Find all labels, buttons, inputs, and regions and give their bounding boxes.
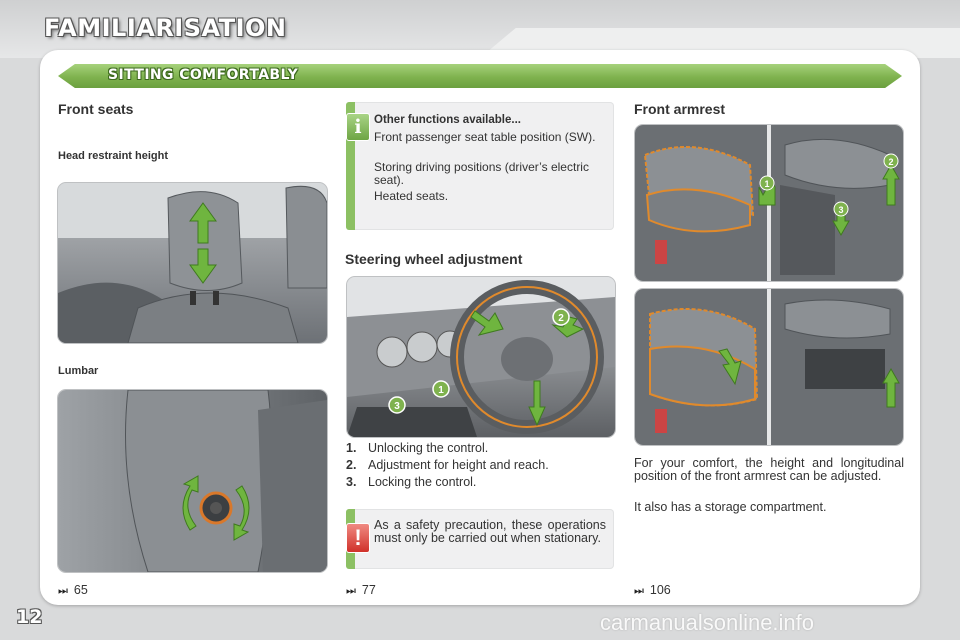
steering-heading: Steering wheel adjustment [345,251,523,267]
armrest-callout-2: 2 [888,157,893,167]
page-header-title: FAMILIARISATION [44,14,287,42]
armrest-xref[interactable]: ⏭ 106 [634,583,671,598]
front-seats-xref[interactable]: ⏭ 65 [58,583,88,598]
info-note-box: i Other functions available... Front pas… [346,102,614,230]
xref-arrow-icon: ⏭ [58,584,68,597]
step-text: Adjustment for height and reach. [368,458,549,472]
list-item: 2. Adjustment for height and reach. [346,457,549,474]
armrest-heading: Front armrest [634,101,726,117]
lumbar-illustration [57,389,328,573]
step-text: Unlocking the control. [368,441,489,455]
info-icon: i [346,113,370,141]
xref-arrow-icon: ⏭ [634,584,644,597]
lumbar-heading: Lumbar [58,365,99,377]
section-title: SITTING COMFORTABLY [108,67,299,83]
step-number: 1. [346,441,357,455]
step-number: 2. [346,458,357,472]
armrest-description: For your comfort, the height and longitu… [634,456,904,483]
steering-callout-1: 1 [438,385,444,396]
armrest-description-storage: It also has a storage compartment. [634,500,827,514]
steering-xref-page: 77 [361,583,376,597]
steering-callout-3: 3 [394,401,400,412]
armrest-callout-1: 1 [764,179,769,189]
armrest-illustration-bottom [634,288,904,446]
head-restraint-illustration [57,182,328,344]
info-note-title: Other functions available... [374,114,521,126]
step-number: 3. [346,475,357,489]
list-item: 3. Locking the control. [346,474,549,491]
steering-xref[interactable]: ⏭ 77 [346,583,376,598]
steering-callout-2: 2 [558,313,564,324]
watermark: carmanualsonline.info [600,610,815,635]
warning-note-text: As a safety precaution, these operations… [374,518,606,545]
xref-arrow-icon: ⏭ [346,584,356,597]
info-note-line: Storing driving positions (driver’s elec… [374,160,589,187]
page-number: 12 [16,606,43,628]
section-banner: SITTING COMFORTABLY [58,64,902,88]
info-note-line: Front passenger seat table position (SW)… [374,130,596,144]
armrest-xref-page: 106 [649,583,671,597]
list-item: 1. Unlocking the control. [346,440,549,457]
steering-steps-list: 1. Unlocking the control. 2. Adjustment fo… [346,440,549,491]
info-note-bar [346,102,355,230]
warning-note-box: ! As a safety precaution, these operatio… [346,509,614,569]
steering-illustration: 1 2 3 [346,276,616,438]
front-seats-xref-page: 65 [73,583,88,597]
info-note-line: Heated seats. [374,189,449,203]
step-text: Locking the control. [368,475,477,489]
armrest-illustration-top: 1 2 3 [634,124,904,282]
armrest-callout-3: 3 [838,205,843,215]
front-seats-heading: Front seats [58,101,134,117]
header-band [0,0,960,58]
warning-icon: ! [346,523,370,553]
head-restraint-heading: Head restraint height [58,150,169,162]
